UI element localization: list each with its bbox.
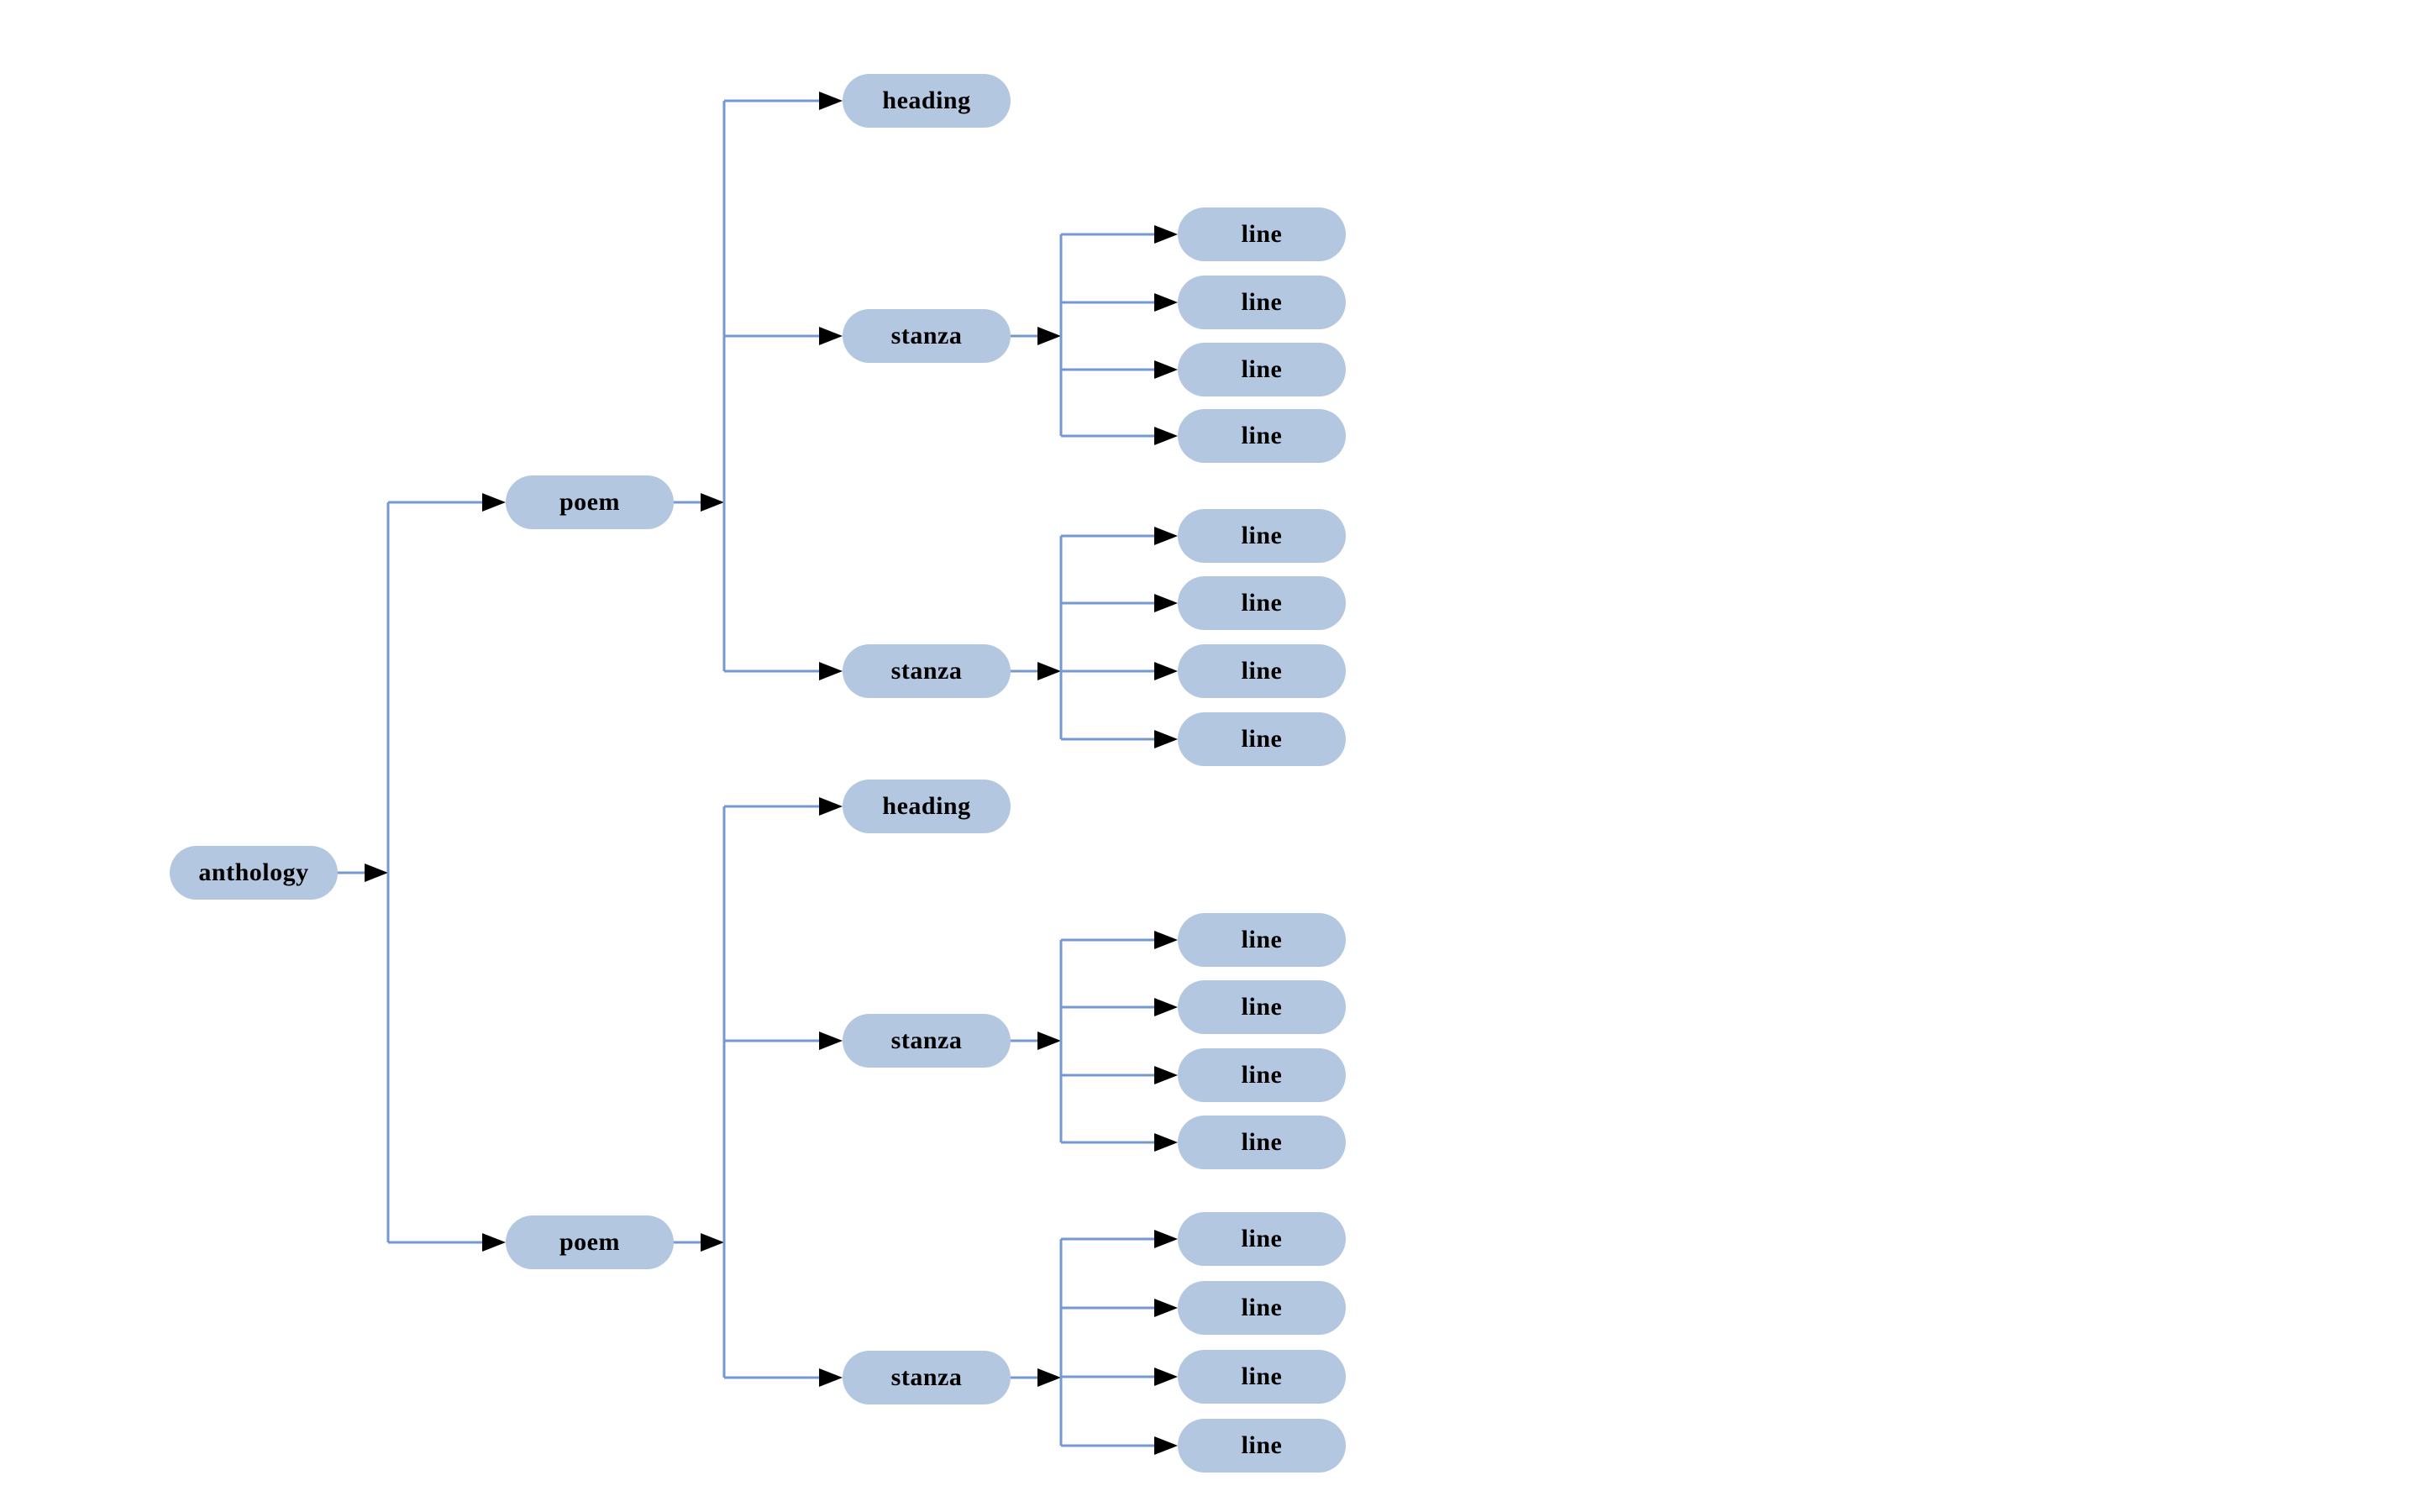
arrowhead-icon (819, 1368, 843, 1387)
arrowhead-icon (819, 662, 843, 680)
arrowhead-icon (482, 1233, 506, 1252)
arrowhead-icon (1154, 1368, 1178, 1386)
line-2-node: line (1178, 276, 1346, 329)
arrowhead-icon (819, 327, 843, 345)
arrowhead-icon (701, 493, 724, 512)
arrowhead-icon (1037, 1368, 1061, 1387)
arrowhead-icon (819, 1032, 843, 1050)
line-16-node: line (1178, 1419, 1346, 1473)
line-9-node: line (1178, 913, 1346, 967)
line-13-node: line (1178, 1212, 1346, 1266)
arrowhead-icon (1154, 527, 1178, 545)
line-10-node: line (1178, 980, 1346, 1034)
stanza-1-node: stanza (843, 309, 1011, 363)
arrowhead-icon (365, 864, 388, 882)
arrowhead-icon (1037, 662, 1061, 680)
arrowhead-icon (1154, 1299, 1178, 1317)
stanza-4-node: stanza (843, 1351, 1011, 1404)
heading-2-node: heading (843, 780, 1011, 833)
line-8-node: line (1178, 712, 1346, 766)
line-4-node: line (1178, 409, 1346, 463)
line-7-node: line (1178, 644, 1346, 698)
stanza-3-node: stanza (843, 1014, 1011, 1068)
poem-2-node: poem (506, 1215, 674, 1269)
arrowhead-icon (819, 92, 843, 110)
arrowhead-icon (1154, 594, 1178, 612)
arrowhead-icon (1154, 225, 1178, 244)
line-11-node: line (1178, 1048, 1346, 1102)
arrowhead-icon (1154, 1066, 1178, 1084)
arrowhead-icon (1154, 360, 1178, 379)
arrowhead-icon (701, 1233, 724, 1252)
stanza-2-node: stanza (843, 644, 1011, 698)
line-5-node: line (1178, 509, 1346, 563)
anthology-node: anthology (170, 846, 338, 900)
arrowhead-icon (482, 493, 506, 512)
arrowhead-icon (1037, 327, 1061, 345)
arrowhead-icon (1154, 293, 1178, 312)
arrowhead-icon (1154, 1230, 1178, 1248)
line-15-node: line (1178, 1350, 1346, 1404)
line-14-node: line (1178, 1281, 1346, 1335)
arrowhead-icon (1154, 931, 1178, 949)
line-1-node: line (1178, 207, 1346, 261)
heading-1-node: heading (843, 74, 1011, 128)
arrowhead-icon (1154, 427, 1178, 445)
line-12-node: line (1178, 1116, 1346, 1169)
poem-1-node: poem (506, 475, 674, 529)
arrowhead-icon (1154, 662, 1178, 680)
arrowhead-icon (819, 797, 843, 816)
arrowhead-icon (1037, 1032, 1061, 1050)
arrowhead-icon (1154, 998, 1178, 1016)
arrowhead-icon (1154, 1436, 1178, 1455)
line-3-node: line (1178, 343, 1346, 396)
arrowhead-icon (1154, 1133, 1178, 1152)
arrowhead-icon (1154, 730, 1178, 748)
line-6-node: line (1178, 576, 1346, 630)
